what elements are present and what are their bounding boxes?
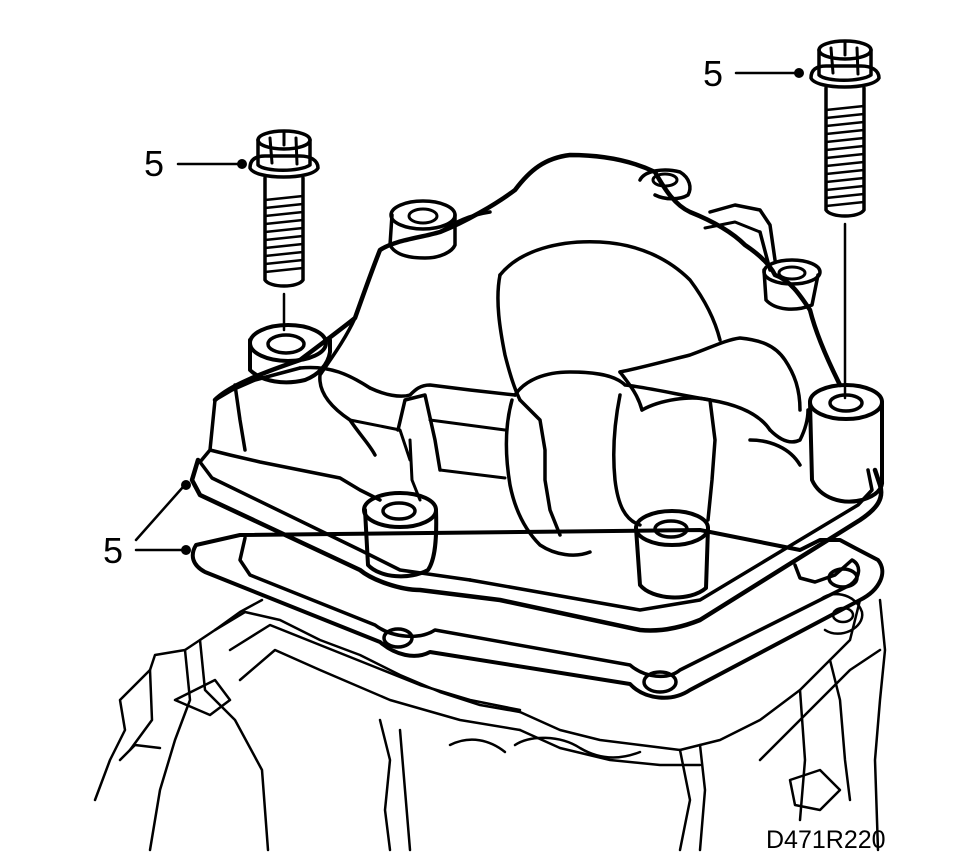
- cover-bosses: [248, 168, 885, 600]
- callout-leaders: [134, 68, 804, 555]
- cover-body: [208, 152, 843, 557]
- figure-reference-code: D471R220: [766, 826, 886, 854]
- gasket: [190, 528, 885, 700]
- cover-flange: [189, 366, 884, 633]
- callout-label-gasket: 5: [103, 530, 123, 571]
- bolt-left: [248, 129, 320, 332]
- callout-label-bolt-right: 5: [703, 53, 723, 94]
- bolt-right: [809, 39, 881, 400]
- transmission-housing: [93, 592, 887, 852]
- callout-label-bolt-left: 5: [144, 143, 164, 184]
